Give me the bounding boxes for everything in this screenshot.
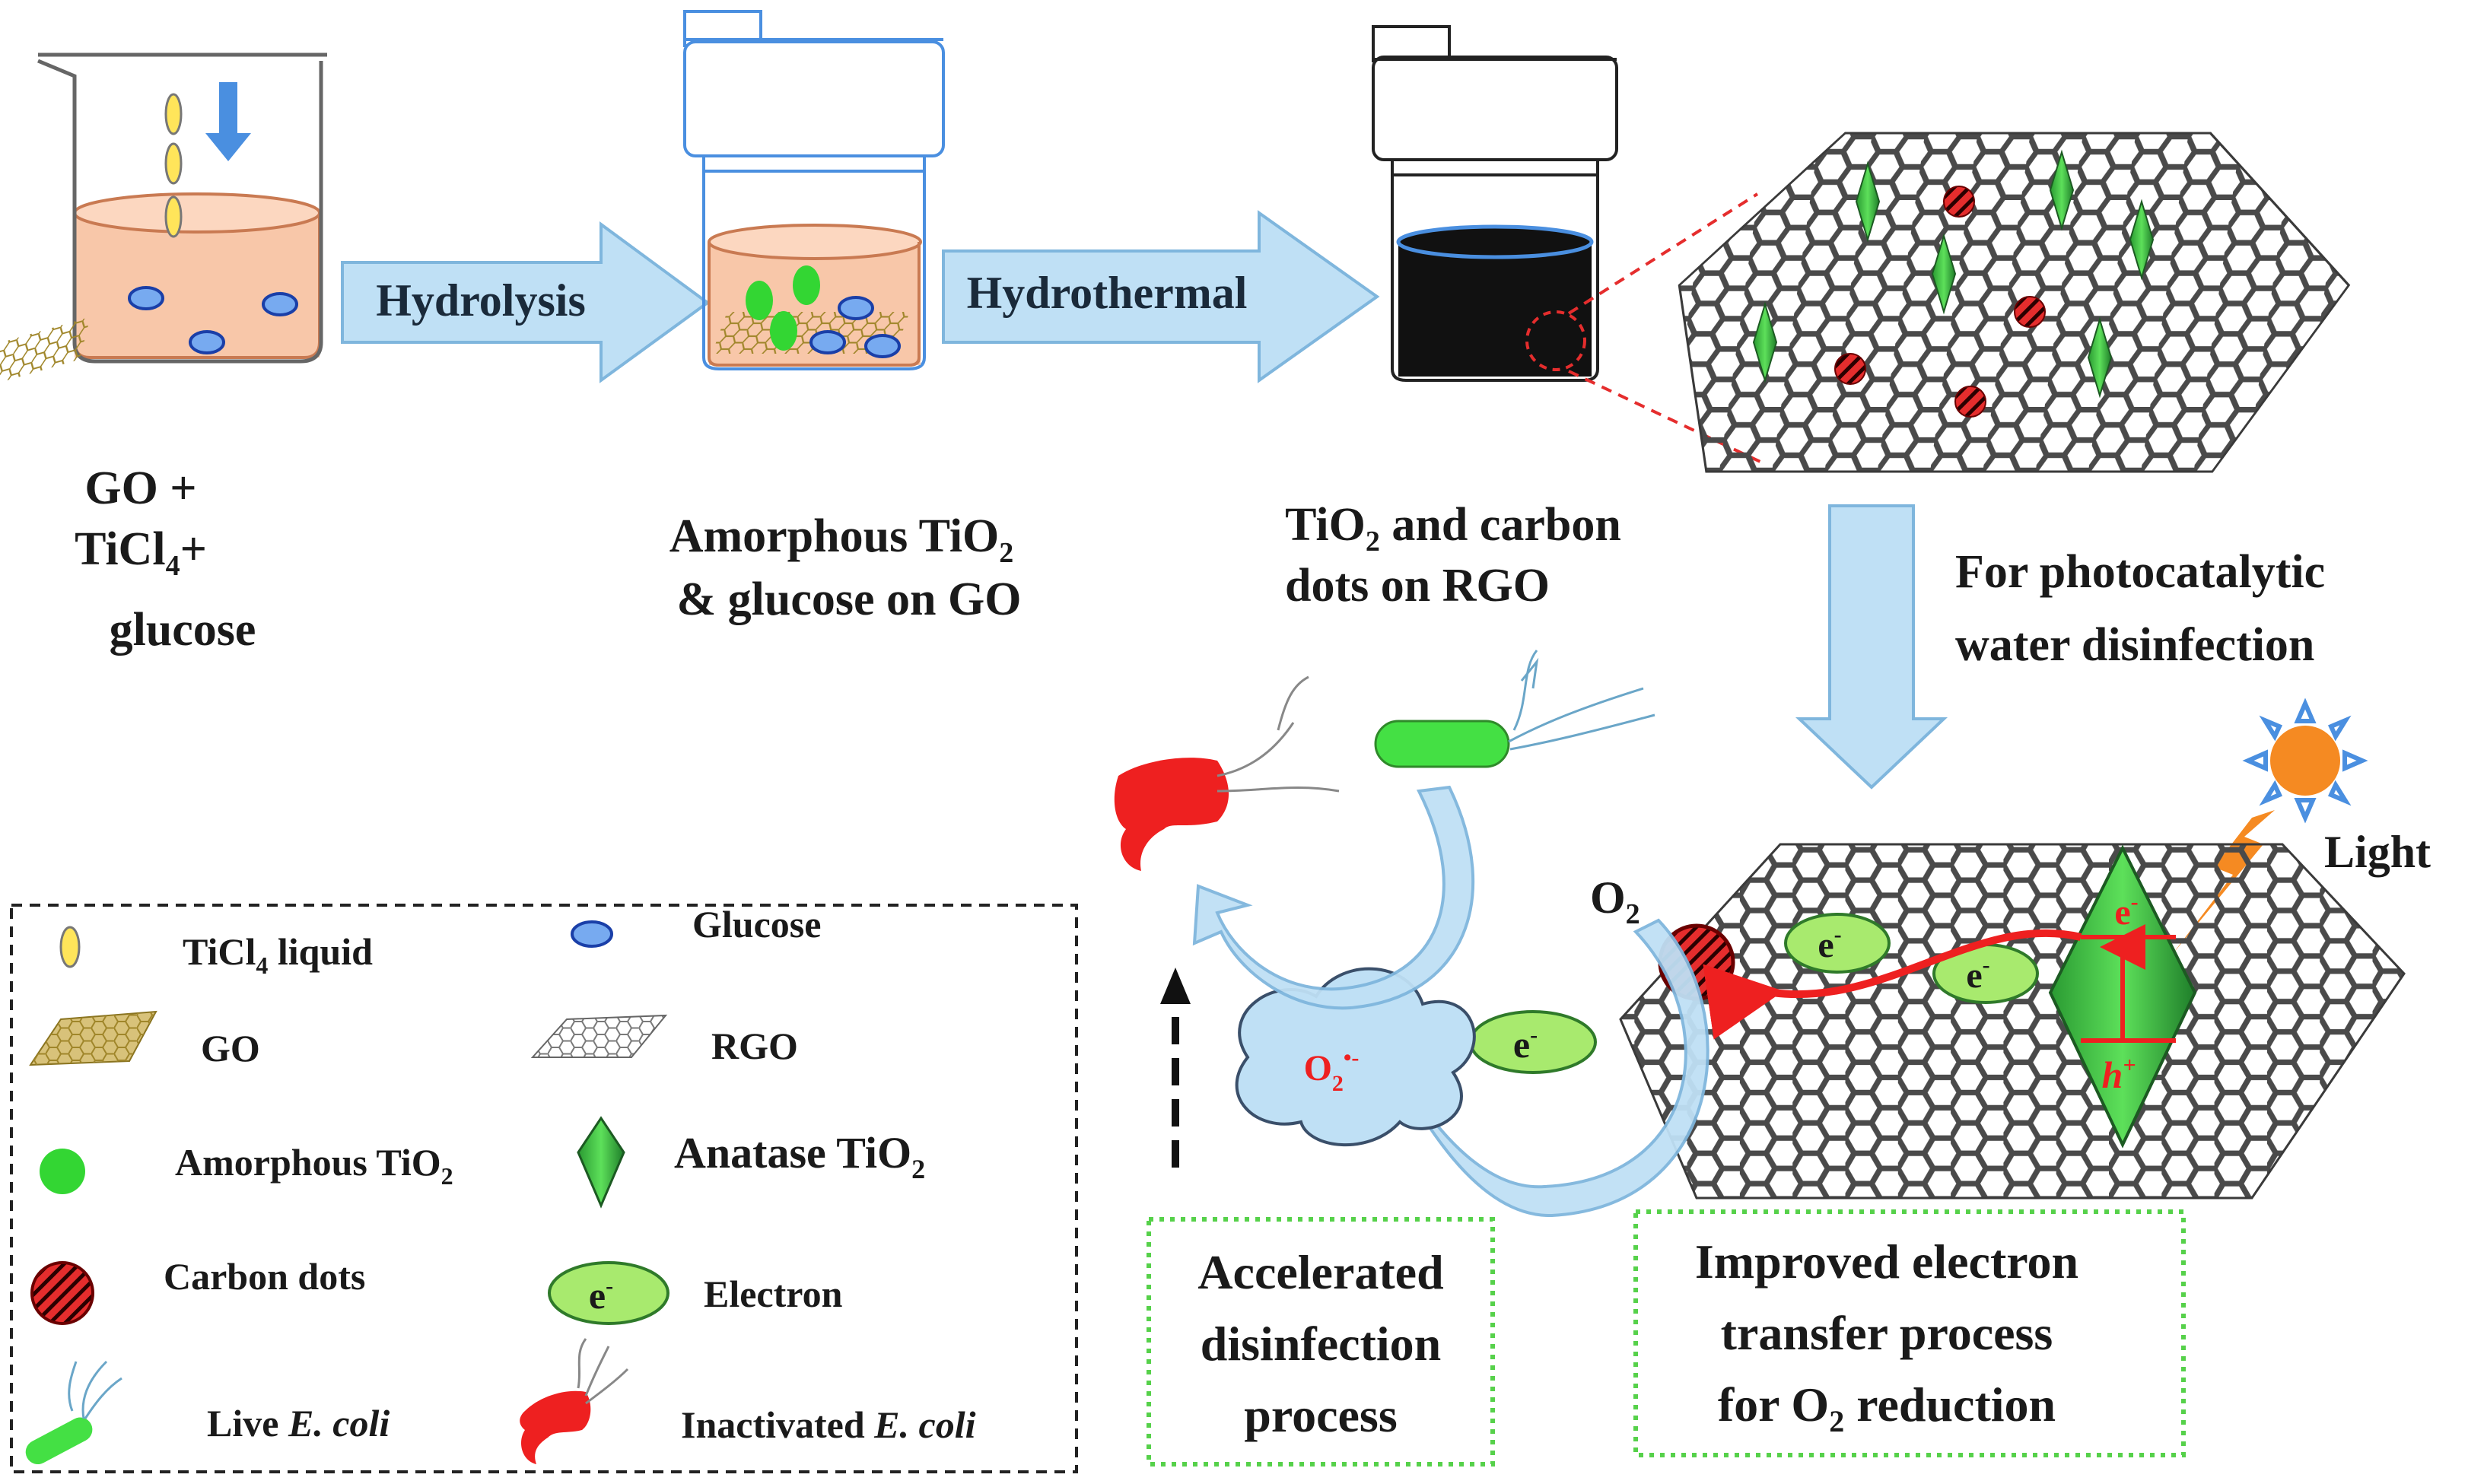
- glucose-icon: [128, 286, 164, 310]
- down-process-arrow: [1795, 504, 1948, 790]
- legend-live-ecoli-label: Live E. coli: [207, 1402, 390, 1444]
- legend-ticl4-label: TiCl4 liquid: [183, 930, 373, 979]
- caption-amorphous-line: Amorphous TiO2: [669, 510, 1014, 569]
- svg-text:e-: e-: [1966, 952, 1989, 996]
- caption-water-disinfection: water disinfection: [1955, 619, 2314, 671]
- accelerated-line3: process: [1244, 1388, 1397, 1442]
- glucose-icon: [189, 330, 225, 354]
- ticl4-drop-icon: [164, 93, 183, 135]
- improved-line1: Improved electron: [1695, 1235, 2078, 1289]
- legend-glucose-label: Glucose: [692, 903, 821, 945]
- anatase-tio2-icon: [2087, 316, 2113, 399]
- legend-carbon-dot-icon: [30, 1261, 94, 1325]
- svg-text:e-: e-: [1513, 1022, 1538, 1066]
- anatase-tio2-icon: [1931, 233, 1957, 315]
- zoom-line-top: [1567, 192, 1759, 315]
- down-arrow-icon: [205, 82, 251, 161]
- legend-box: TiCl4 liquid Glucose GO RGO Amorphous Ti…: [10, 903, 1078, 1473]
- hydrothermal-arrow: Hydrothermal: [942, 210, 1380, 383]
- legend-inactivated-ecoli-icon: [520, 1338, 629, 1464]
- legend-ticl4-icon: [59, 926, 81, 968]
- improved-line2: transfer process: [1721, 1306, 2053, 1360]
- live-ecoli-large: [1374, 650, 1655, 768]
- glucose-icon: [262, 292, 298, 316]
- caption-tio2-carbon: TiO2 and carbon: [1285, 499, 1621, 558]
- disinfection-curved-arrow: [1192, 785, 1475, 1010]
- legend-rgo-icon: [530, 1014, 668, 1058]
- legend-anatase-icon: [577, 1116, 625, 1209]
- jar-amorphous: [683, 10, 945, 370]
- inactivated-ecoli-large: [1114, 675, 1340, 871]
- anatase-tio2-icon: [1855, 160, 1881, 243]
- caption-photocatalytic: For photocatalytic: [1955, 546, 2325, 598]
- rgo-sheet-bottom: [1619, 843, 2406, 1200]
- jar-rgo: [1372, 25, 1618, 382]
- hydrolysis-label: Hydrolysis: [376, 275, 586, 326]
- anatase-tio2-icon: [1752, 301, 1778, 383]
- go-sheet-icon: [0, 316, 91, 398]
- svg-text:e-: e-: [1818, 922, 1841, 965]
- legend-glucose-icon: [571, 920, 613, 948]
- electron-transfer-arrow: [1703, 929, 2082, 1040]
- light-label: Light: [2324, 827, 2431, 877]
- accelerated-line1: Accelerated: [1197, 1245, 1443, 1299]
- legend-electron-icon: e-: [548, 1261, 669, 1325]
- caption-glucose-on-go: & glucose on GO: [677, 574, 1022, 625]
- caption-jar1: Amorphous TiO2 & glucose on GO: [669, 510, 1022, 625]
- electron-1: e-: [1784, 913, 1891, 974]
- dashed-up-arrow: [1160, 968, 1191, 1168]
- sun-icon: [2242, 698, 2368, 824]
- svg-text:e-: e-: [589, 1273, 613, 1317]
- superoxide-label: O2•-: [1304, 1045, 1360, 1096]
- caption-dots-on-rgo: dots on RGO: [1285, 560, 1550, 612]
- caption-glucose-line: glucose: [110, 604, 256, 656]
- legend-rgo-label: RGO: [711, 1025, 798, 1067]
- hole-label: h+: [2102, 1053, 2136, 1096]
- legend-anatase-label: Anatase TiO2: [674, 1128, 925, 1184]
- accelerated-box: Accelerated disinfection process: [1147, 1217, 1495, 1467]
- caption-jar2: TiO2 and carbon dots on RGO: [1285, 499, 1621, 612]
- carbon-dot-icon: [2014, 296, 2046, 328]
- legend-inactivated-ecoli-label: Inactivated E. coli: [681, 1403, 976, 1446]
- improved-line3: for O2 reduction: [1718, 1378, 2056, 1438]
- hydrothermal-label: Hydrothermal: [967, 268, 1248, 318]
- legend-amorphous-icon: [40, 1149, 85, 1194]
- legend-live-ecoli-icon: [25, 1360, 122, 1465]
- legend-go-icon: [30, 1012, 156, 1065]
- hydrolysis-arrow: Hydrolysis: [341, 221, 711, 383]
- legend-electron-label: Electron: [704, 1273, 843, 1315]
- beaker-illustration: [0, 52, 327, 398]
- caption-go-line1: GO +: [84, 462, 196, 514]
- band-electron-label: e-: [2114, 889, 2138, 933]
- legend-amorphous-label: Amorphous TiO2: [175, 1141, 453, 1190]
- anatase-tio2-icon: [2129, 199, 2155, 281]
- legend-carbon-dots-label: Carbon dots: [164, 1255, 365, 1298]
- caption-beaker: GO + TiCl4+ glucose: [75, 462, 256, 656]
- anatase-crystal-large: e- h+: [2048, 844, 2197, 1149]
- electron-free: e-: [1469, 1010, 1597, 1074]
- caption-ticl4-line: TiCl4+: [75, 523, 207, 582]
- legend-go-label: GO: [201, 1027, 260, 1069]
- caption-application: For photocatalytic water disinfection: [1955, 546, 2325, 671]
- improved-box: Improved electron transfer process for O…: [1633, 1209, 2186, 1457]
- zoom-circle: [1525, 310, 1586, 371]
- carbon-dot-icon: [1834, 353, 1866, 385]
- rgo-sheet-top: [1678, 132, 2351, 473]
- carbon-dot-icon: [1943, 186, 1975, 218]
- ticl4-drop-icon: [164, 195, 183, 238]
- carbon-dot-icon: [1954, 386, 1986, 418]
- ticl4-drop-icon: [164, 142, 183, 185]
- top-anatase-and-dots: [1752, 149, 2155, 418]
- anatase-tio2-icon: [2049, 149, 2075, 231]
- accelerated-line2: disinfection: [1201, 1317, 1441, 1371]
- o2-label: O2: [1590, 872, 1640, 930]
